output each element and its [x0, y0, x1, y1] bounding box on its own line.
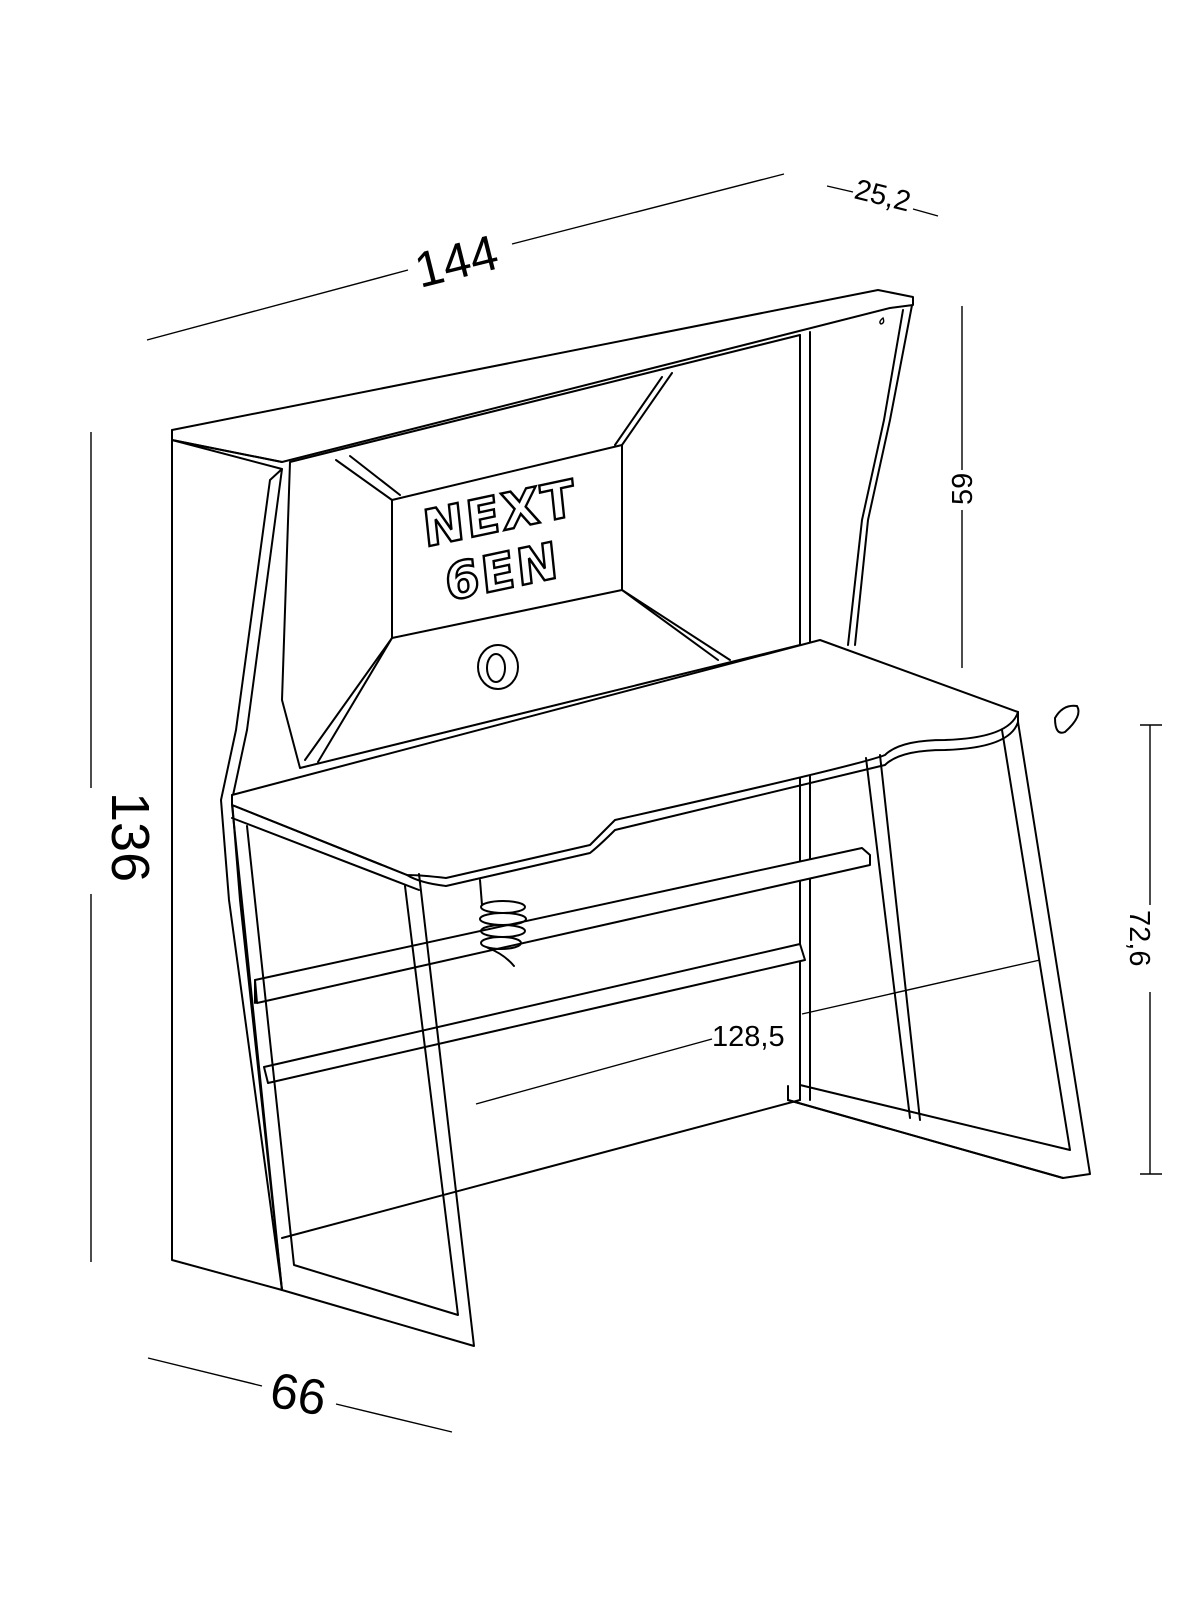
logo-line-2: 6EN [442, 530, 562, 613]
left-leg-inner [246, 825, 459, 1316]
dim-line-top-depth-left [826, 185, 854, 193]
right-leg-inner [799, 729, 1071, 1151]
hutch-top-screw [879, 316, 885, 325]
cup-holder [479, 879, 527, 967]
dim-line-inner-width-right [801, 959, 1041, 1015]
keyboard-shelf [254, 847, 871, 1004]
cup-holder-ring-4 [480, 936, 522, 950]
cup-holder-ring-1 [480, 900, 526, 914]
dim-label-total-width: 144 [409, 224, 504, 299]
hutch-top-shelf-front-edge [171, 429, 283, 463]
dim-line-inner-width-left [475, 1038, 713, 1105]
dim-label-total-height: 136 [100, 792, 160, 882]
cup-holder-hook [487, 947, 515, 967]
dimension-lines [90, 173, 1162, 1433]
back-panel-lower-left-bevel-inner [317, 637, 393, 763]
dim-label-inner-width: 128,5 [712, 1021, 785, 1053]
right-leg-frame [787, 721, 1091, 1179]
dim-line-total-width-left [146, 269, 409, 341]
hutch: NEXT 6EN [171, 289, 914, 1291]
logo-panel [391, 444, 623, 639]
dim-line-desk-depth-left [147, 1357, 263, 1387]
back-panel-lower-right-bevel-inner [621, 589, 719, 661]
dim-line-total-width-right [511, 173, 785, 245]
headphone-hook-shape [1054, 704, 1080, 734]
desktop [231, 639, 1019, 887]
dim-label-desk-height: 72,6 [1123, 910, 1155, 966]
desktop-front-edge [231, 711, 1019, 887]
dim-label-desk-depth: 66 [266, 1362, 331, 1427]
right-side-panel-inner-edge [847, 309, 904, 646]
cup-holder-stem [479, 879, 483, 906]
left-leg-top-rail [231, 817, 420, 891]
cable-grommet-inner [486, 653, 506, 683]
dim-line-desk-depth-right [335, 1403, 453, 1433]
lower-shelves [254, 847, 871, 1239]
cable-grommet-outer [477, 644, 519, 690]
left-leg-outer [231, 804, 475, 1347]
left-leg-frame [231, 804, 475, 1347]
right-leg-front-post-2 [879, 754, 921, 1121]
right-leg-front-post-1 [865, 757, 911, 1119]
dim-label-top-depth: 25,2 [851, 174, 914, 219]
right-leg-outer [787, 721, 1091, 1179]
back-panel-upper-left-bevel-inner [349, 455, 401, 496]
cup-holder-ring-2 [479, 912, 527, 926]
back-panel-upper-right-bevel-inner [614, 376, 663, 446]
right-leg-foot-edge [787, 1099, 1064, 1179]
lower-back-shelf [263, 943, 806, 1084]
dim-label-hutch-height: 59 [947, 473, 979, 505]
headphone-hook [1054, 704, 1080, 734]
dim-line-top-depth-right [912, 208, 939, 217]
desktop-surface [231, 639, 1019, 879]
right-side-panel-outer-edge [854, 299, 914, 646]
floor-stretcher-line [281, 1099, 801, 1239]
left-panel-inner-edge [220, 468, 283, 1291]
